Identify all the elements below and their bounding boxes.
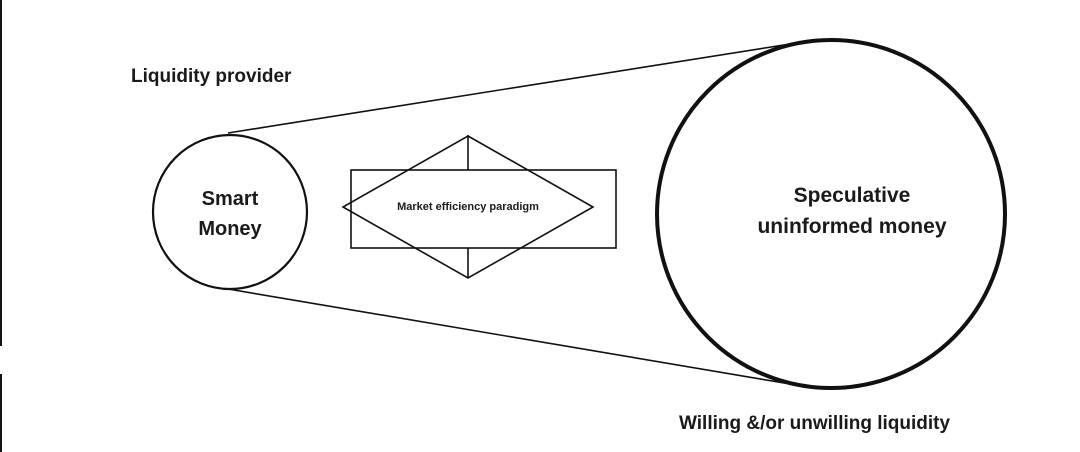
smart-money-label: Smart Money xyxy=(170,184,290,244)
speculative-line-2: uninformed money xyxy=(757,215,947,238)
smart-money-circle xyxy=(151,133,309,291)
speculative-money-label: Speculative uninformed money xyxy=(697,180,1007,242)
connector-line-top xyxy=(227,43,791,134)
market-efficiency-rectangle xyxy=(350,169,617,249)
speculative-line-1: Speculative xyxy=(793,184,911,207)
connector-line-bottom xyxy=(227,288,791,385)
willing-liquidity-label: Willing &/or unwilling liquidity xyxy=(679,413,951,434)
speculative-money-circle xyxy=(655,38,1007,390)
smart-money-line-2: Money xyxy=(198,218,262,240)
smart-money-line-1: Smart xyxy=(201,188,259,210)
market-efficiency-diamond xyxy=(341,135,595,279)
liquidity-provider-label: Liquidity provider xyxy=(131,66,292,87)
market-efficiency-label: Market efficiency paradigm xyxy=(397,201,539,213)
